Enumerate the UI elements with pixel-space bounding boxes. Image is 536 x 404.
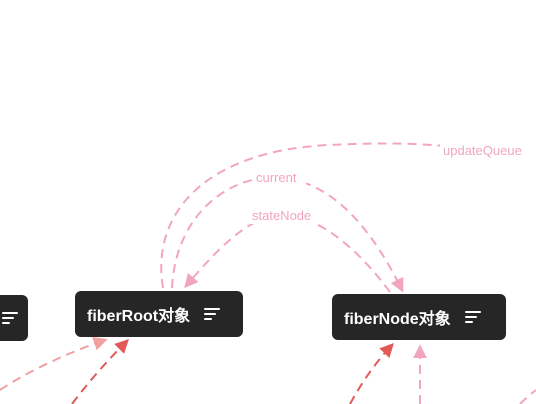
edge-update-queue xyxy=(160,142,536,289)
menu-lines-icon[interactable] xyxy=(2,312,18,324)
menu-lines-icon[interactable] xyxy=(204,308,221,320)
node-fiberroot[interactable]: fiberRoot对象 xyxy=(75,291,243,337)
edge-current xyxy=(171,176,404,293)
node-fibernode-label: fiberNode对象 xyxy=(344,311,451,328)
edge-state-node xyxy=(184,213,391,293)
edge-bottom-root-red xyxy=(71,339,129,404)
edge-label-state-node: stateNode xyxy=(252,208,311,223)
node-left-partial[interactable] xyxy=(0,295,28,341)
edge-label-current: current xyxy=(256,170,297,185)
node-fiberroot-label: fiberRoot对象 xyxy=(87,308,191,325)
edge-bottom-node-red xyxy=(349,342,394,404)
edge-label-update-queue: updateQueue xyxy=(443,143,522,158)
menu-lines-icon[interactable] xyxy=(464,311,481,323)
edge-bottom-right xyxy=(519,389,536,404)
edge-bottom-left-salmon xyxy=(0,337,108,391)
node-fibernode[interactable]: fiberNode对象 xyxy=(332,294,506,340)
